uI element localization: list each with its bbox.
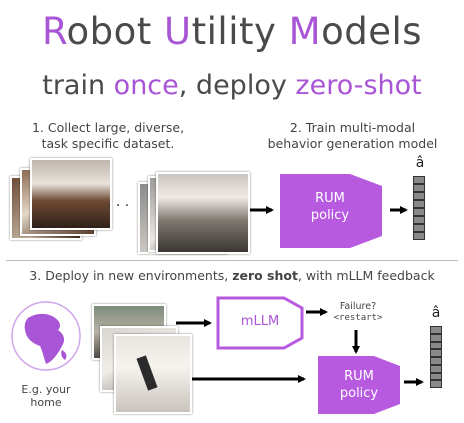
action-vector-cell (430, 349, 442, 357)
step3-bold: zero shot (232, 268, 298, 283)
mllm-box (216, 296, 304, 350)
step3-post: , with mLLM feedback (297, 268, 435, 283)
policy-top-line1: RUM (315, 191, 345, 206)
deploy-photo-stack (92, 304, 192, 414)
action-vector-cell (430, 341, 442, 350)
action-vector-cell (430, 357, 442, 365)
deploy-photo (114, 334, 192, 414)
title-letter-u: U (164, 10, 192, 53)
policy-bottom-label: RUM policy (318, 368, 400, 402)
mllm-label: mLLM (240, 314, 280, 329)
action-vector-cell (413, 224, 425, 232)
action-vector-cell (430, 364, 442, 373)
subtitle-deploy: , deploy (178, 70, 296, 101)
action-vector-cell (413, 208, 425, 216)
globe-icon (11, 301, 81, 371)
policy-bottom-line1: RUM (344, 369, 374, 384)
action-vector-cell (430, 372, 442, 381)
action-vector-cell (430, 326, 442, 334)
title-word-utility: tility (191, 10, 289, 53)
home-caption-line1: E.g. your (21, 383, 71, 396)
dataset-photo (156, 172, 250, 254)
action-vector-top (413, 176, 425, 240)
failure-label: Failure? (339, 301, 377, 312)
policy-box-top (280, 174, 382, 248)
subtitle-train: train (42, 70, 114, 101)
subtitle-once: once (113, 70, 179, 101)
action-label-bottom: â (431, 305, 441, 321)
step2-label: 2. Train multi-modal behavior generation… (245, 120, 460, 152)
step2-line1: 2. Train multi-modal (289, 120, 416, 135)
action-vector-cell (413, 200, 425, 208)
title-letter-m: M (288, 10, 322, 53)
ellipsis: · · · (107, 198, 130, 214)
action-vector-cell (430, 333, 442, 342)
action-vector-cell (413, 216, 425, 224)
home-caption: E.g. your home (6, 383, 86, 409)
step2-line2: behavior generation model (267, 136, 438, 151)
policy-top-line2: policy (310, 208, 350, 223)
step1-line2: task specific dataset. (41, 136, 175, 151)
policy-top-label: RUM policy (280, 190, 380, 224)
action-vector-cell (413, 184, 425, 192)
title-letter-r: R (41, 10, 67, 53)
policy-box-bottom (318, 356, 400, 414)
section-divider (6, 260, 458, 261)
dataset-photo-stack-1 (10, 158, 112, 248)
home-caption-line2: home (30, 396, 62, 409)
action-vector-cell (413, 232, 425, 240)
step3-label: 3. Deploy in new environments, zero shot… (0, 268, 464, 283)
action-label-top: â (415, 155, 425, 171)
step3-pre: 3. Deploy in new environments, (29, 268, 233, 283)
restart-label: <restart> (333, 313, 383, 323)
subtitle: train once, deploy zero-shot (0, 70, 464, 101)
action-vector-cell (413, 192, 425, 200)
action-vector-cell (430, 380, 442, 388)
page-title: Robot Utility Models (0, 10, 464, 53)
policy-bottom-line2: policy (339, 386, 379, 401)
action-vector-cell (413, 176, 425, 184)
step1-line1: 1. Collect large, diverse, (31, 120, 185, 135)
dataset-photo (30, 158, 112, 230)
title-word-robot: obot (66, 10, 165, 53)
dataset-photo-stack-2 (138, 172, 250, 257)
subtitle-zero-shot: zero-shot (295, 70, 422, 101)
action-vector-bottom (430, 326, 442, 388)
step1-label: 1. Collect large, diverse, task specific… (8, 120, 208, 152)
title-word-models: odels (321, 10, 423, 53)
